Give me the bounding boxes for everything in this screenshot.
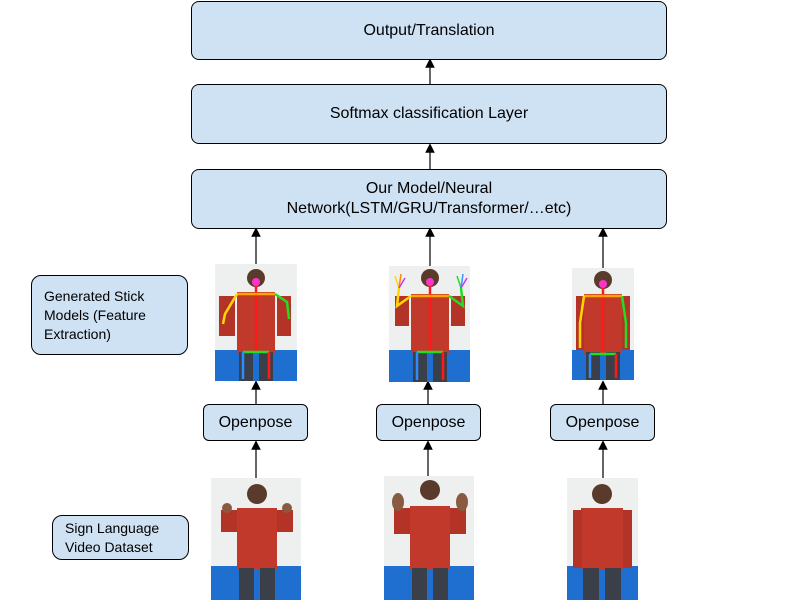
stick-model-image-3 — [572, 268, 634, 380]
openpose-label-2: Openpose — [391, 413, 466, 431]
stick-label-line3: Extraction) — [44, 325, 111, 342]
video-frame-image-2 — [384, 476, 474, 600]
stick-label-line2: Models (Feature — [44, 306, 146, 323]
openpose-label-1: Openpose — [218, 413, 293, 431]
openpose-box-3: Openpose — [550, 404, 655, 441]
openpose-box-1: Openpose — [203, 404, 308, 441]
model-label-line1: Our Model/Neural — [365, 180, 493, 197]
output-translation-label: Output/Translation — [363, 21, 495, 39]
openpose-box-2: Openpose — [376, 404, 481, 441]
model-box: Our Model/Neural Network(LSTM/GRU/Transf… — [191, 169, 667, 229]
softmax-layer-label: Softmax classification Layer — [329, 105, 529, 122]
stick-model-image-1 — [215, 264, 297, 381]
output-translation-box: Output/Translation — [191, 1, 667, 60]
video-frame-image-1 — [211, 478, 301, 600]
video-frame-image-3 — [567, 478, 638, 600]
dataset-label-line1: Sign Language — [65, 519, 160, 536]
model-label-line2: Network(LSTM/GRU/Transformer/…etc) — [286, 200, 572, 217]
stick-model-image-2 — [389, 266, 470, 382]
openpose-label-3: Openpose — [565, 413, 640, 431]
dataset-label-line2: Video Dataset — [65, 538, 153, 555]
stick-models-label-box: Generated Stick Models (Feature Extracti… — [31, 275, 188, 355]
softmax-layer-box: Softmax classification Layer — [191, 84, 667, 144]
dataset-label-box: Sign Language Video Dataset — [52, 515, 189, 560]
stick-label-line1: Generated Stick — [44, 287, 145, 304]
